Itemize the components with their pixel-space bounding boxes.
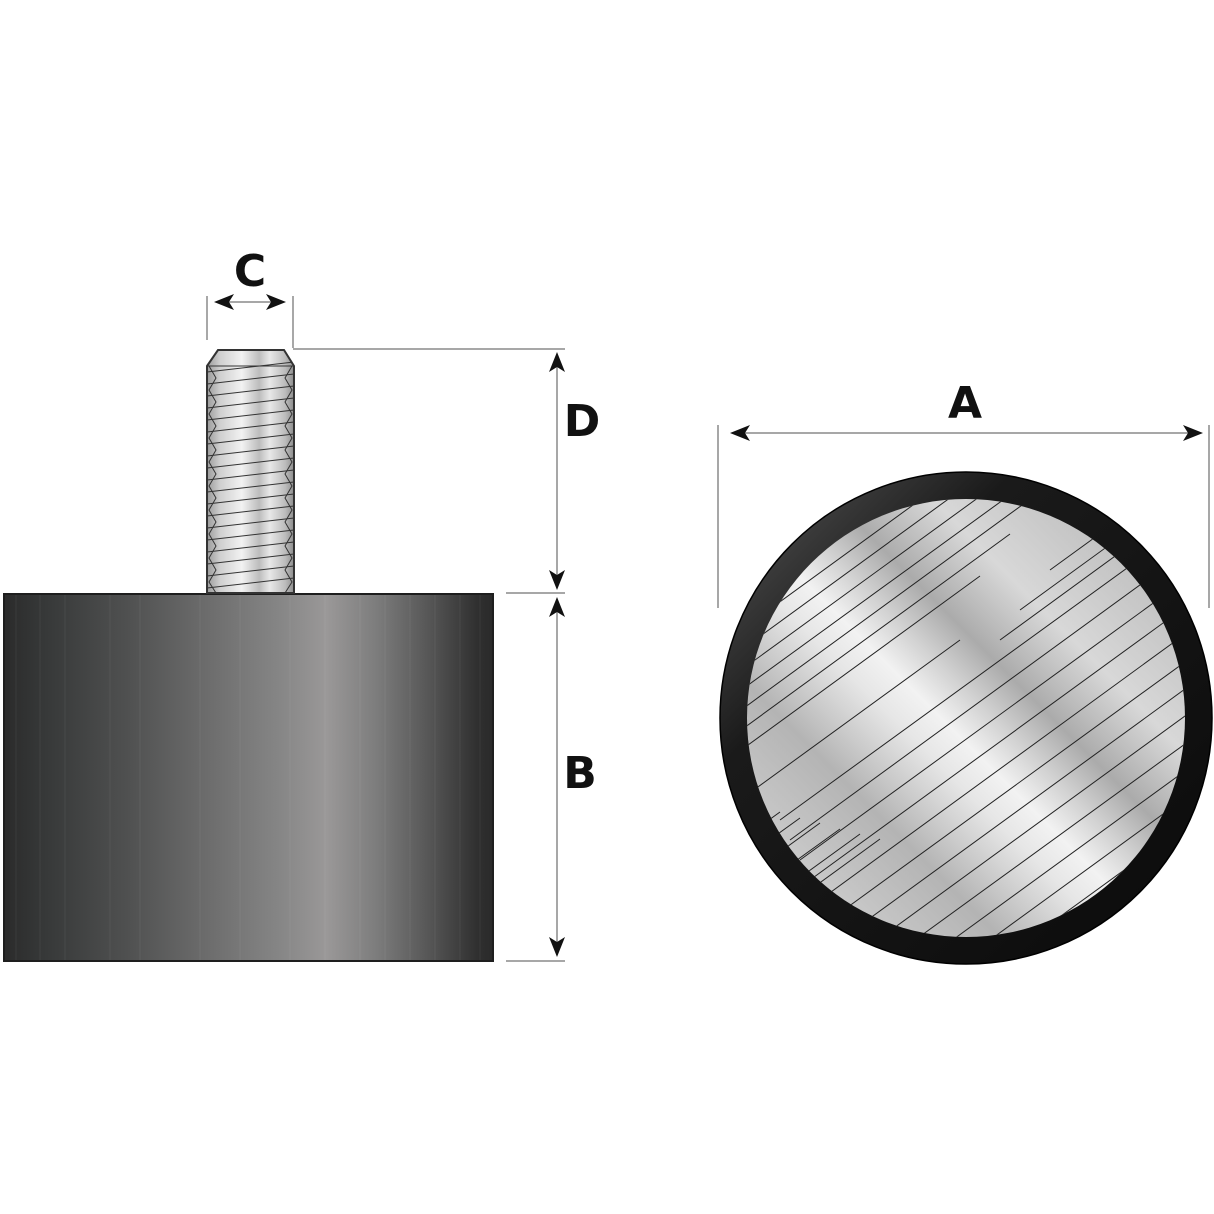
label-a: A [948,378,982,429]
d-arrow-up-icon [549,352,565,372]
b-arrow-down-icon [549,937,565,957]
dimension-d: D [293,348,601,590]
dimension-a: A [717,378,1210,608]
dimension-c: C [206,246,294,348]
c-arrow-right-icon [266,294,286,310]
threaded-stud [206,349,295,594]
side-view [3,349,494,962]
d-arrow-down-icon [549,570,565,590]
a-arrow-right-icon [1183,425,1203,441]
b-arrow-up-icon [549,597,565,617]
label-d: D [564,396,601,447]
c-arrow-left-icon [214,294,234,310]
metal-plate [747,499,1185,937]
dimension-b: B [506,592,597,962]
thread-lines [207,361,294,593]
a-arrow-left-icon [730,425,750,441]
front-view [719,471,1213,965]
label-b: B [563,748,597,799]
label-c: C [234,246,266,297]
body-shading-bands [15,595,481,960]
rubber-cylinder-body [3,593,494,962]
